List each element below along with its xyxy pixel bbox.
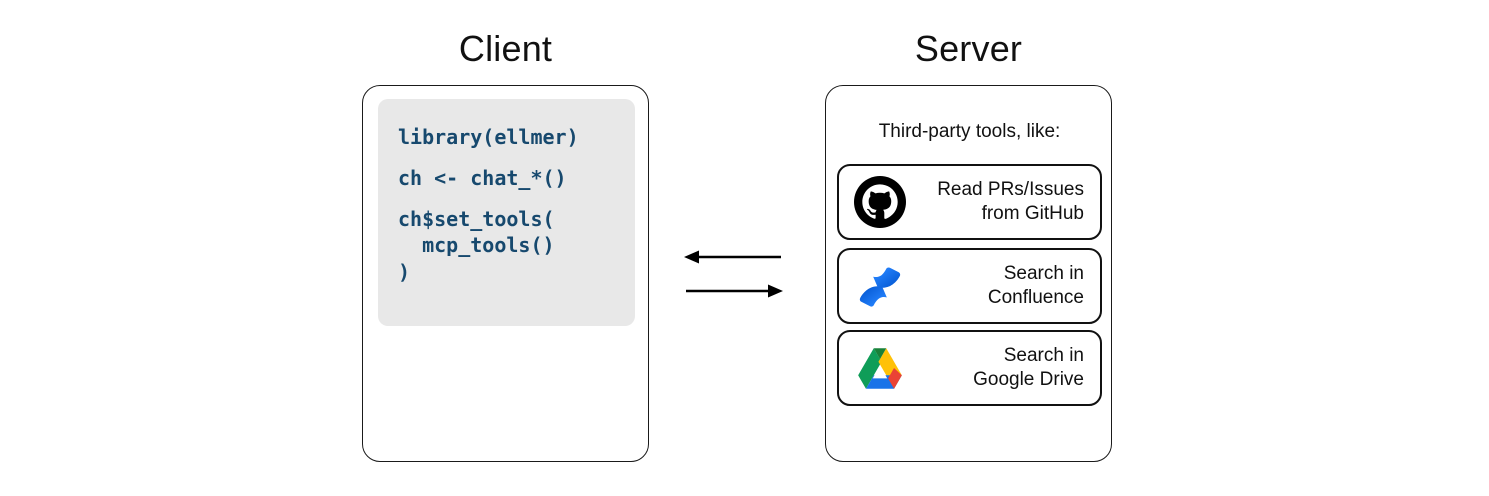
tool-card-confluence[interactable]: Search in Confluence — [837, 248, 1102, 324]
confluence-icon — [853, 259, 907, 313]
server-to-client-arrow — [684, 250, 781, 264]
code-line-5: ) — [398, 260, 411, 284]
tool-label-google-drive: Search in Google Drive — [973, 344, 1084, 390]
server-caption: Third-party tools, like: — [878, 121, 1061, 142]
server-panel: Third-party tools, like: Read PRs/Issues… — [825, 85, 1112, 462]
code-line-2: ch <- chat_*() — [398, 166, 567, 190]
tool-card-github[interactable]: Read PRs/Issues from GitHub — [837, 164, 1102, 240]
code-line-3: ch$set_tools( — [398, 207, 555, 231]
tool-card-google-drive[interactable]: Search in Google Drive — [837, 330, 1102, 406]
client-panel: library(ellmer) ch <- chat_*() ch$set_to… — [362, 85, 649, 462]
client-code-block: library(ellmer) ch <- chat_*() ch$set_to… — [378, 99, 635, 326]
client-column-title: Client — [458, 28, 553, 69]
github-icon — [853, 175, 907, 229]
tool-label-confluence: Search in Confluence — [987, 262, 1084, 308]
tool-label-github: Read PRs/Issues from GitHub — [937, 178, 1084, 224]
google-drive-icon — [853, 341, 907, 395]
connection-arrows — [676, 238, 791, 308]
client-to-server-arrow — [686, 284, 783, 298]
arrows-svg — [684, 250, 783, 298]
server-column-title: Server — [914, 28, 1023, 69]
code-line-1: library(ellmer) — [398, 125, 579, 149]
code-line-4: mcp_tools() — [398, 233, 555, 257]
